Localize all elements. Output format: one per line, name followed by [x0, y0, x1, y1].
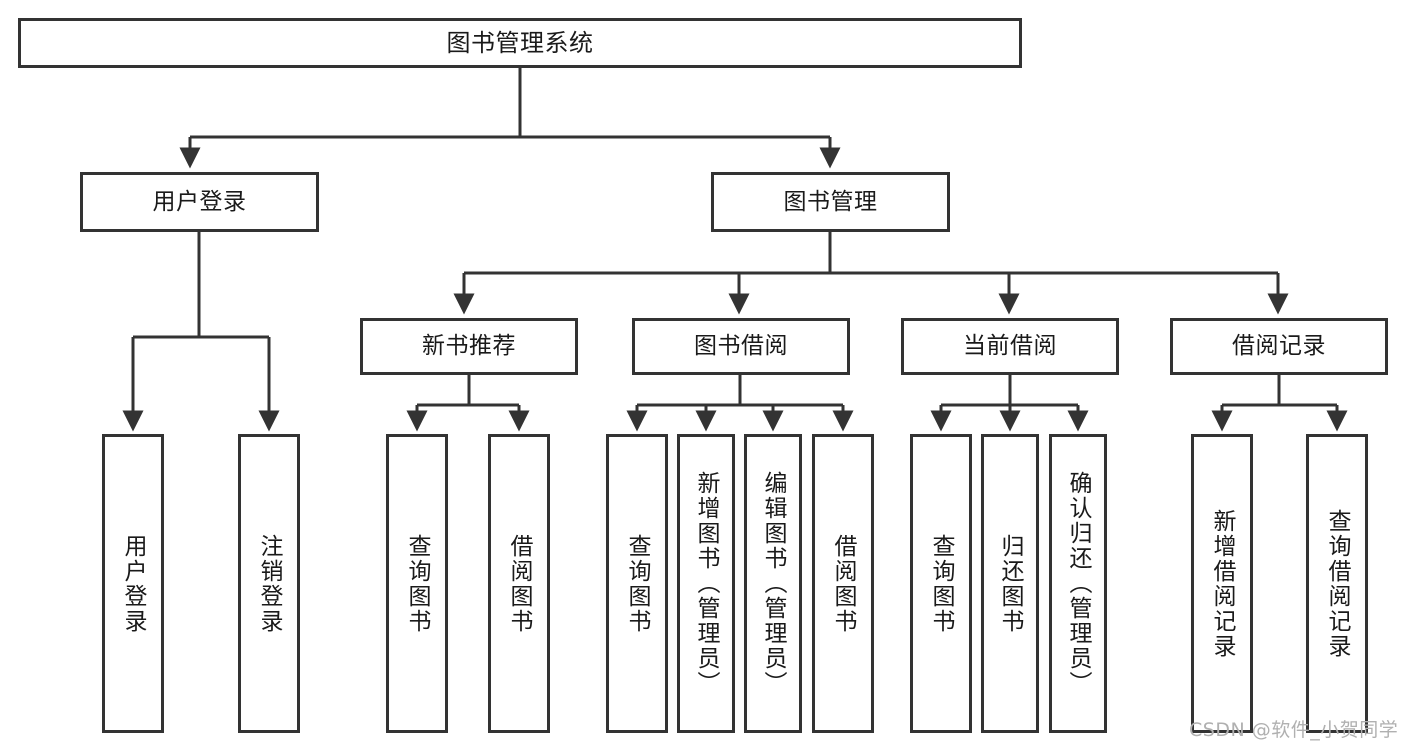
- leaf-user-login[interactable]: 用户登录: [102, 434, 164, 733]
- node-label: 新增图书（管理员）: [693, 471, 720, 696]
- node-label: 图书管理系统: [446, 29, 594, 57]
- node-label: 借阅图书: [830, 533, 857, 634]
- node-label: 用户登录: [120, 533, 147, 634]
- node-label: 借阅记录: [1232, 333, 1326, 360]
- node-label: 查询借阅记录: [1324, 508, 1351, 659]
- leaf-borrow-borrow-book[interactable]: 借阅图书: [812, 434, 874, 733]
- leaf-record-query-borrow-record[interactable]: 查询借阅记录: [1306, 434, 1368, 733]
- leaf-recommend-query-book[interactable]: 查询图书: [386, 434, 448, 733]
- node-label: 编辑图书（管理员）: [760, 471, 787, 696]
- node-label: 图书借阅: [694, 333, 788, 360]
- node-book-borrow[interactable]: 图书借阅: [632, 318, 850, 375]
- node-borrow-record[interactable]: 借阅记录: [1170, 318, 1388, 375]
- node-label: 图书管理: [783, 188, 878, 215]
- node-label: 查询图书: [404, 533, 431, 634]
- leaf-borrow-edit-book-admin[interactable]: 编辑图书（管理员）: [744, 434, 802, 733]
- node-label: 用户登录: [152, 188, 247, 215]
- leaf-borrow-query-book[interactable]: 查询图书: [606, 434, 668, 733]
- leaf-current-query-book[interactable]: 查询图书: [910, 434, 972, 733]
- node-label: 归还图书: [997, 533, 1024, 634]
- leaf-borrow-add-book-admin[interactable]: 新增图书（管理员）: [677, 434, 735, 733]
- leaf-current-return-book[interactable]: 归还图书: [981, 434, 1039, 733]
- node-label: 查询图书: [928, 533, 955, 634]
- csdn-watermark: CSDN @软件_小贺同学: [1189, 719, 1399, 741]
- leaf-record-add-borrow-record[interactable]: 新增借阅记录: [1191, 434, 1253, 733]
- node-label: 借阅图书: [506, 533, 533, 634]
- node-label: 新书推荐: [422, 333, 516, 360]
- node-label: 确认归还（管理员）: [1065, 471, 1092, 696]
- leaf-recommend-borrow-book[interactable]: 借阅图书: [488, 434, 550, 733]
- node-user-login[interactable]: 用户登录: [80, 172, 319, 232]
- node-current-borrow[interactable]: 当前借阅: [901, 318, 1119, 375]
- node-label: 查询图书: [624, 533, 651, 634]
- node-root-book-management-system[interactable]: 图书管理系统: [18, 18, 1022, 68]
- node-book-management[interactable]: 图书管理: [711, 172, 950, 232]
- leaf-current-confirm-return-admin[interactable]: 确认归还（管理员）: [1049, 434, 1107, 733]
- node-label: 注销登录: [256, 533, 283, 634]
- node-label: 新增借阅记录: [1209, 508, 1236, 659]
- node-label: 当前借阅: [963, 333, 1057, 360]
- node-new-book-recommend[interactable]: 新书推荐: [360, 318, 578, 375]
- leaf-logout[interactable]: 注销登录: [238, 434, 300, 733]
